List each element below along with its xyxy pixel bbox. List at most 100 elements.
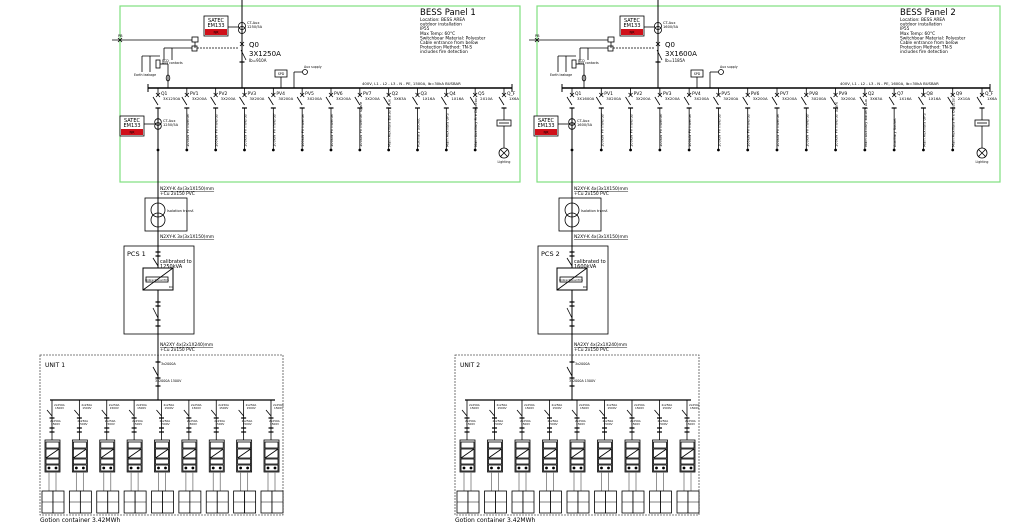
converter-top-cell [543, 441, 557, 449]
converter-terminal-cell [45, 464, 60, 472]
feeder-name: PV7 [780, 91, 789, 97]
cable-spec-dc: NA2XY 4x(2x1X240)mm [160, 342, 213, 348]
converter-bottom-cell [515, 458, 530, 465]
pcs-chain-1: N2XY-K 4x(3x1X150)mm+Cu 2x150 PVCIsolati… [123, 182, 214, 355]
terminal-dot [600, 466, 603, 470]
feeder-breaker-cross-icon [833, 92, 838, 98]
meter-model: EM133 [207, 23, 224, 29]
string-switch-voltage: 1500V [192, 406, 201, 410]
terminal-dot [607, 466, 610, 470]
inverter-label: Bidirectional PCS [145, 278, 169, 282]
feeder-end-dot [629, 148, 632, 152]
feeder-breaker-blade-icon [683, 96, 690, 106]
cable-spec-top: N2XY-K 4x(3x1X150)mm [574, 186, 628, 192]
feeder-rating: 3X200A [606, 96, 621, 101]
terminal-dot [524, 466, 528, 470]
feeder-rating: 3X1600A [577, 96, 595, 101]
string-switch-voltage: 1500V [219, 406, 228, 410]
feeder-rating: 3X63A [870, 96, 883, 101]
inverter-label: Bidirectional PCS [559, 278, 583, 282]
feeder-rating: 3X200A [250, 96, 265, 101]
converter-terminal-cell [515, 464, 530, 472]
shunt-trip-box [191, 36, 199, 43]
string-switch-voltage: 1500V [690, 406, 699, 410]
converter-top-cell [72, 441, 87, 449]
converter-diagonal [100, 448, 114, 459]
panel-note: outdoor installation [900, 22, 942, 28]
feeder-breaker-blade-icon [498, 96, 505, 106]
converter-top-cell [182, 441, 197, 449]
feeder-end-dot [243, 148, 246, 152]
converter-bottom-cell [570, 458, 585, 465]
terminal-dot [218, 466, 222, 470]
terminal-dot [579, 466, 583, 470]
cable-spec-bottom: N2XY-K 3x(3x1X150)mm [160, 234, 214, 240]
string-switch-icon [74, 409, 80, 417]
cross-stroke [774, 92, 780, 98]
ct-ratio: 1250/5A [163, 123, 179, 127]
feeder-end-dot [717, 148, 720, 152]
feeder-rating: 1X16A [928, 96, 941, 101]
string-switch-voltage: 1500V [165, 406, 174, 410]
feeder-breaker-cross-icon [599, 92, 604, 98]
ct-ring [154, 118, 162, 126]
pcs-ac-switch-icon [566, 257, 573, 267]
feeder-rating: 3X200A [278, 96, 293, 101]
rcd-relay-box [571, 59, 577, 69]
transformer-winding-icon [564, 202, 580, 218]
ct-ratio: 1600/5A [663, 25, 679, 29]
feeder-end-dot [599, 148, 603, 152]
feeder-name: PV8 [809, 91, 818, 97]
terminal-dot [211, 466, 215, 470]
string-switch-voltage: 1500V [498, 406, 507, 410]
feeder-breaker-blade-icon [713, 96, 719, 106]
converter-terminal-cell [155, 464, 169, 472]
feeder-breaker-blade-icon [976, 96, 983, 106]
converter-mid-cell [653, 448, 667, 459]
feeder-end-dot [804, 148, 808, 152]
feeder-rating: 1X6A [509, 96, 519, 101]
ct-ratio: 1600/5A [577, 123, 593, 127]
main-breaker-name: Q0 [249, 41, 259, 49]
terminal-dot [47, 466, 51, 470]
converter-diagonal [45, 448, 60, 459]
earth-leakage-label: Earth leakage [134, 73, 156, 77]
feeder-load: 100kW PV Inverter [688, 113, 692, 147]
meter-tag: NR [213, 31, 219, 35]
converter-diagonal [210, 448, 224, 459]
terminal-dot [136, 466, 140, 470]
converter-mid-cell [127, 448, 142, 459]
string-switch-rating: 2x250A [164, 403, 175, 407]
converter-mid-cell [543, 448, 557, 459]
unit-title: UNIT 1 [45, 362, 65, 369]
ct-label: CT-Aux [163, 119, 176, 123]
lamp-cross [978, 149, 986, 157]
feeder-name: Q4 [449, 91, 456, 97]
meter-model: EM133 [123, 123, 140, 129]
feeder-load: 100kW PV Inverter [776, 113, 780, 147]
string-fuse-rating: 2x250A [603, 419, 614, 423]
feeder-breaker-blade-icon [469, 96, 476, 106]
converter-terminal-cell [72, 464, 87, 472]
pcs-frame [537, 245, 609, 335]
cable-spec-top: N2XY-K 4x(3x1X150)mm [160, 186, 214, 192]
converter-bottom-cell [100, 458, 115, 465]
converter-top-cell [653, 441, 667, 449]
terminal-dot [682, 466, 686, 470]
string-switch-voltage: 1500V [470, 406, 479, 410]
converter-bottom-cell [45, 458, 60, 465]
string-switch-voltage: 1500V [635, 406, 644, 410]
